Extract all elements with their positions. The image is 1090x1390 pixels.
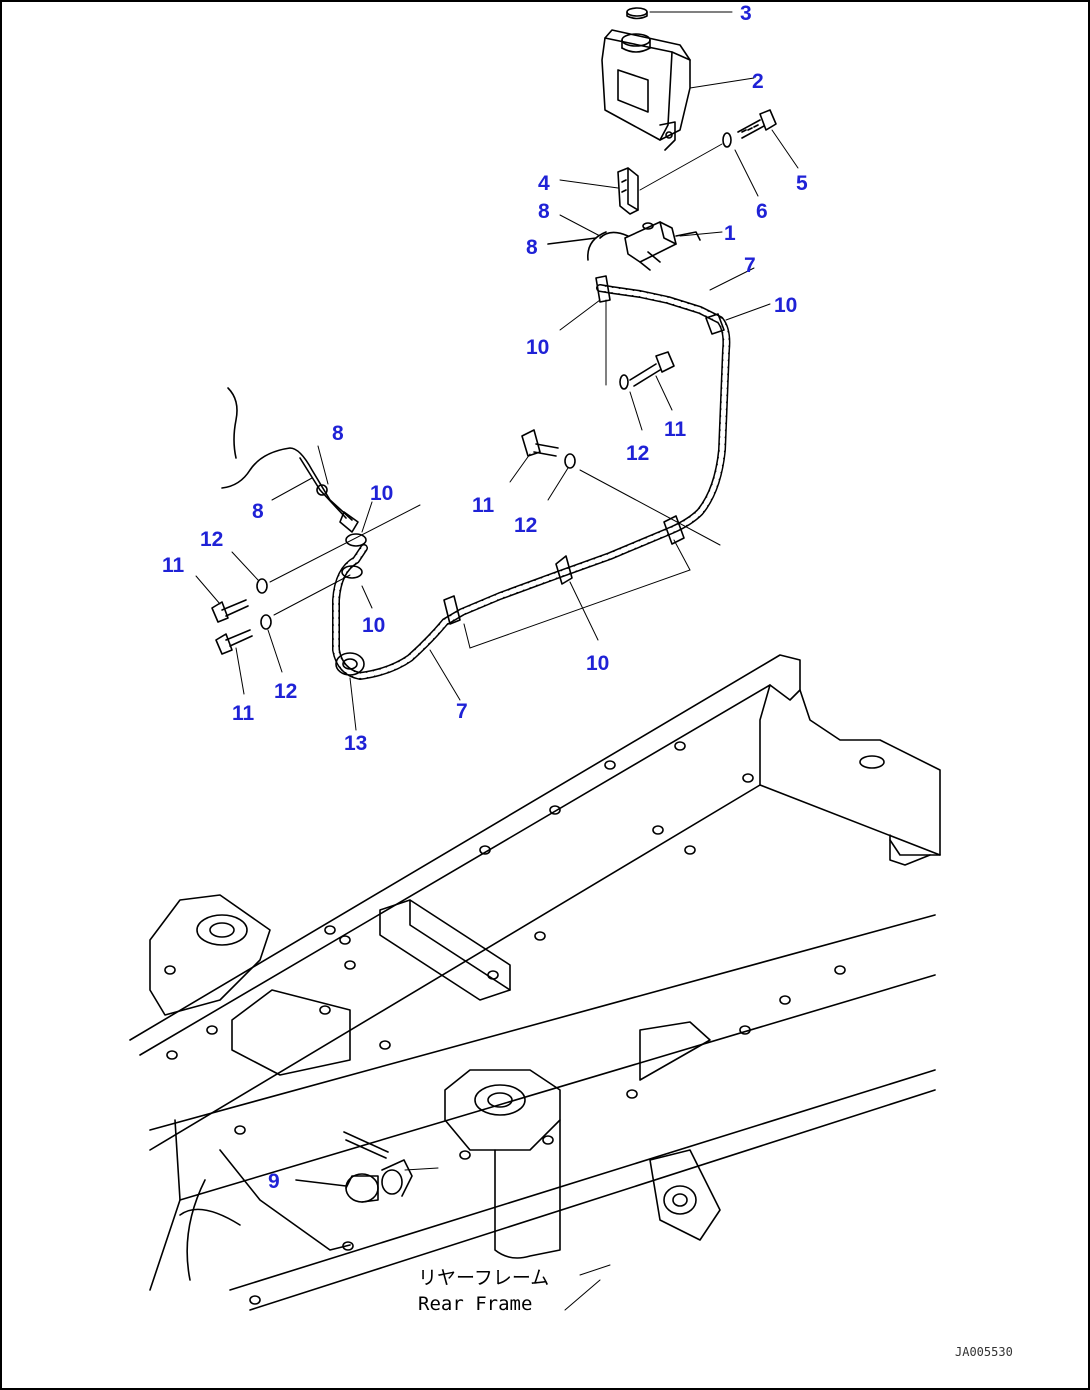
- leader-left-washer-lower: [273, 574, 351, 616]
- clamp-10-left: [443, 595, 461, 625]
- callout-12-upper-right: 12: [626, 442, 649, 465]
- washer-12-left-lower: [260, 614, 272, 630]
- tube-8: [221, 387, 359, 533]
- callout-11-left-lower: 11: [232, 702, 255, 725]
- tank-9: [343, 1131, 439, 1203]
- leader-right-washer: [579, 469, 721, 546]
- callout-10-lower-top: 10: [370, 482, 393, 505]
- callout-10-upper-right: 10: [774, 294, 797, 317]
- clamp-10-top-left: [341, 533, 367, 579]
- callout-12-left-lower: 12: [274, 680, 297, 703]
- callout-10-upper-left: 10: [526, 336, 549, 359]
- washer-6: [722, 132, 732, 148]
- callout-12-mid: 12: [514, 514, 537, 537]
- bolt-5: [737, 109, 777, 139]
- washer-12-left-upper: [256, 578, 268, 594]
- callout-8-lower-a: 8: [332, 422, 344, 445]
- bolt-11-upper-right: [629, 351, 675, 387]
- callout-8-upper-a: 8: [538, 200, 550, 223]
- callout-11-upper-right: 11: [664, 418, 687, 441]
- callout-6: 6: [756, 200, 768, 223]
- bolt-11-left-lower: [215, 629, 253, 655]
- drawing-code: JA005530: [955, 1345, 1013, 1359]
- frame-label-japanese: リヤーフレーム: [418, 1267, 549, 1289]
- clamp-10-upper-left: [595, 275, 611, 303]
- callout-8-upper-b: 8: [526, 236, 538, 259]
- clamp-10-mid-right: [663, 515, 685, 545]
- mount-plate-outline: [463, 539, 691, 649]
- washer-12-upper-right: [619, 374, 629, 390]
- callout-leaders: [195, 11, 799, 1187]
- hose-7: [332, 284, 731, 680]
- reservoir-cap: [626, 7, 648, 20]
- callout-3: 3: [740, 2, 752, 25]
- rear-frame: [129, 654, 941, 1311]
- callout-11-mid: 11: [472, 494, 495, 517]
- callout-13: 13: [344, 732, 367, 755]
- callout-7-upper: 7: [744, 254, 756, 277]
- grommet-13: [335, 652, 365, 676]
- callout-7-lower: 7: [456, 700, 468, 723]
- callout-4: 4: [538, 172, 550, 195]
- bolt-11-mid: [521, 429, 559, 457]
- clamp-10-upper-right: [705, 313, 725, 335]
- callout-10-mid: 10: [586, 652, 609, 675]
- bolt-11-left-upper: [211, 599, 249, 623]
- clamp-10-mid: [555, 555, 573, 585]
- leader-bracket-to-washer: [639, 143, 723, 191]
- callout-10-lower-clamp: 10: [362, 614, 385, 637]
- washer-12-mid: [564, 453, 576, 469]
- frame-label-english: Rear Frame: [418, 1293, 532, 1315]
- callout-11-left-upper: 11: [162, 554, 185, 577]
- leader-left-washer-upper: [269, 504, 421, 583]
- callout-1: 1: [724, 222, 736, 245]
- callout-12-left-upper: 12: [200, 528, 223, 551]
- valve-fitting: [587, 221, 701, 271]
- callout-5: 5: [796, 172, 808, 195]
- reservoir-tank: [601, 29, 691, 151]
- callout-9: 9: [268, 1170, 280, 1193]
- bracket: [617, 167, 639, 215]
- callout-2: 2: [752, 70, 764, 93]
- callout-8-lower-b: 8: [252, 500, 264, 523]
